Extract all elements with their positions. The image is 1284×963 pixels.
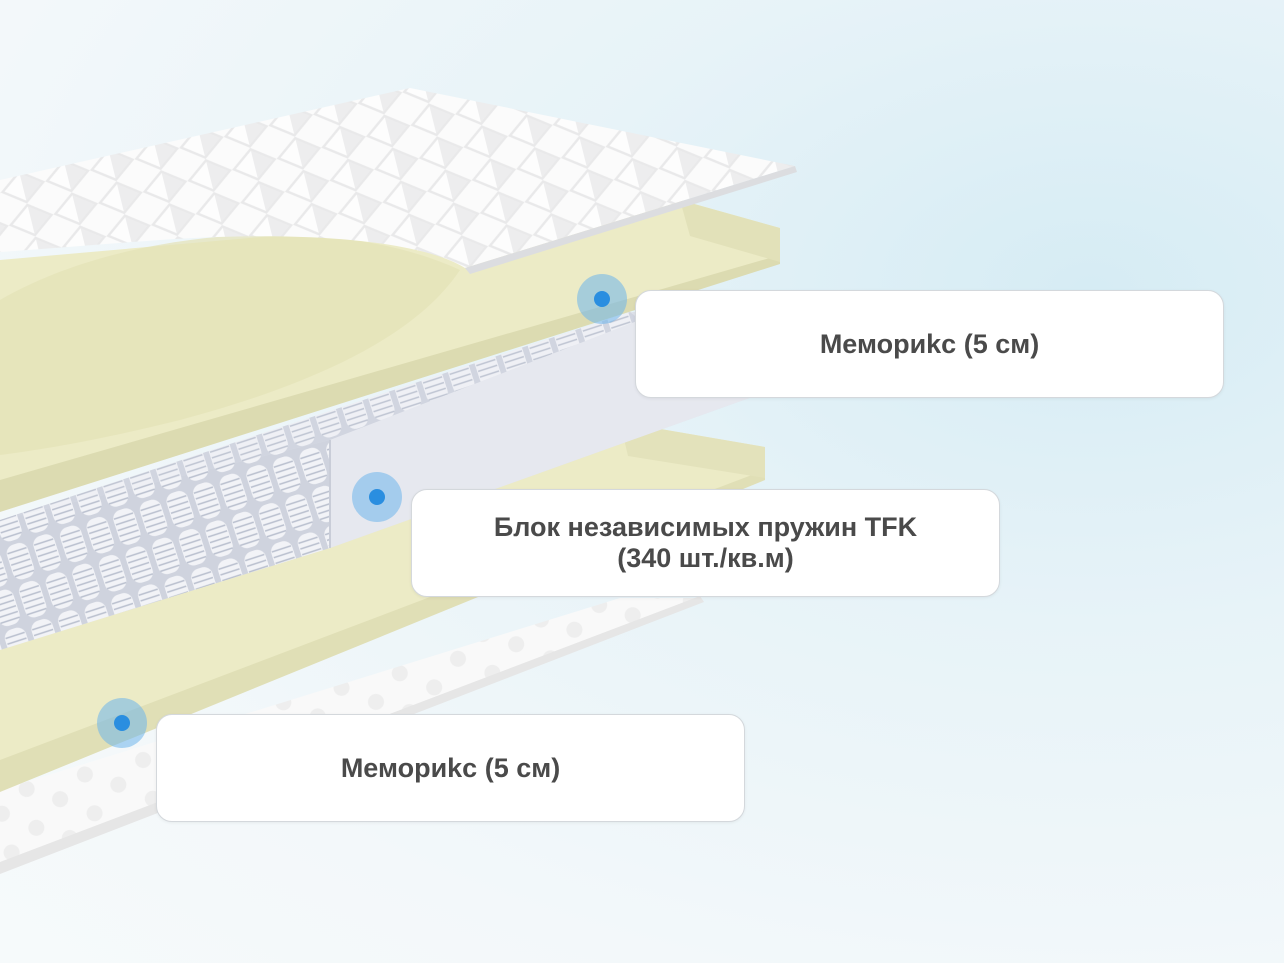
layer-marker-bottom[interactable] xyxy=(97,698,147,748)
label-middle-line2: (340 шт./кв.м) xyxy=(617,543,794,573)
layer-marker-middle[interactable] xyxy=(352,472,402,522)
label-top-memorix: Мемориkc (5 см) xyxy=(635,290,1224,398)
label-bottom-text: Мемориkc (5 см) xyxy=(340,752,561,783)
label-spring-block: Блок независимых пружин TFK (340 шт./кв.… xyxy=(411,489,1000,597)
label-top-text: Мемориkc (5 см) xyxy=(819,328,1040,359)
label-bottom-memorix: Мемориkc (5 см) xyxy=(156,714,745,822)
top-quilted-cover xyxy=(0,88,797,274)
top-memorix-layer xyxy=(0,200,780,512)
layer-marker-top[interactable] xyxy=(577,274,627,324)
label-middle-line1: Блок независимых пружин TFK xyxy=(493,512,918,542)
